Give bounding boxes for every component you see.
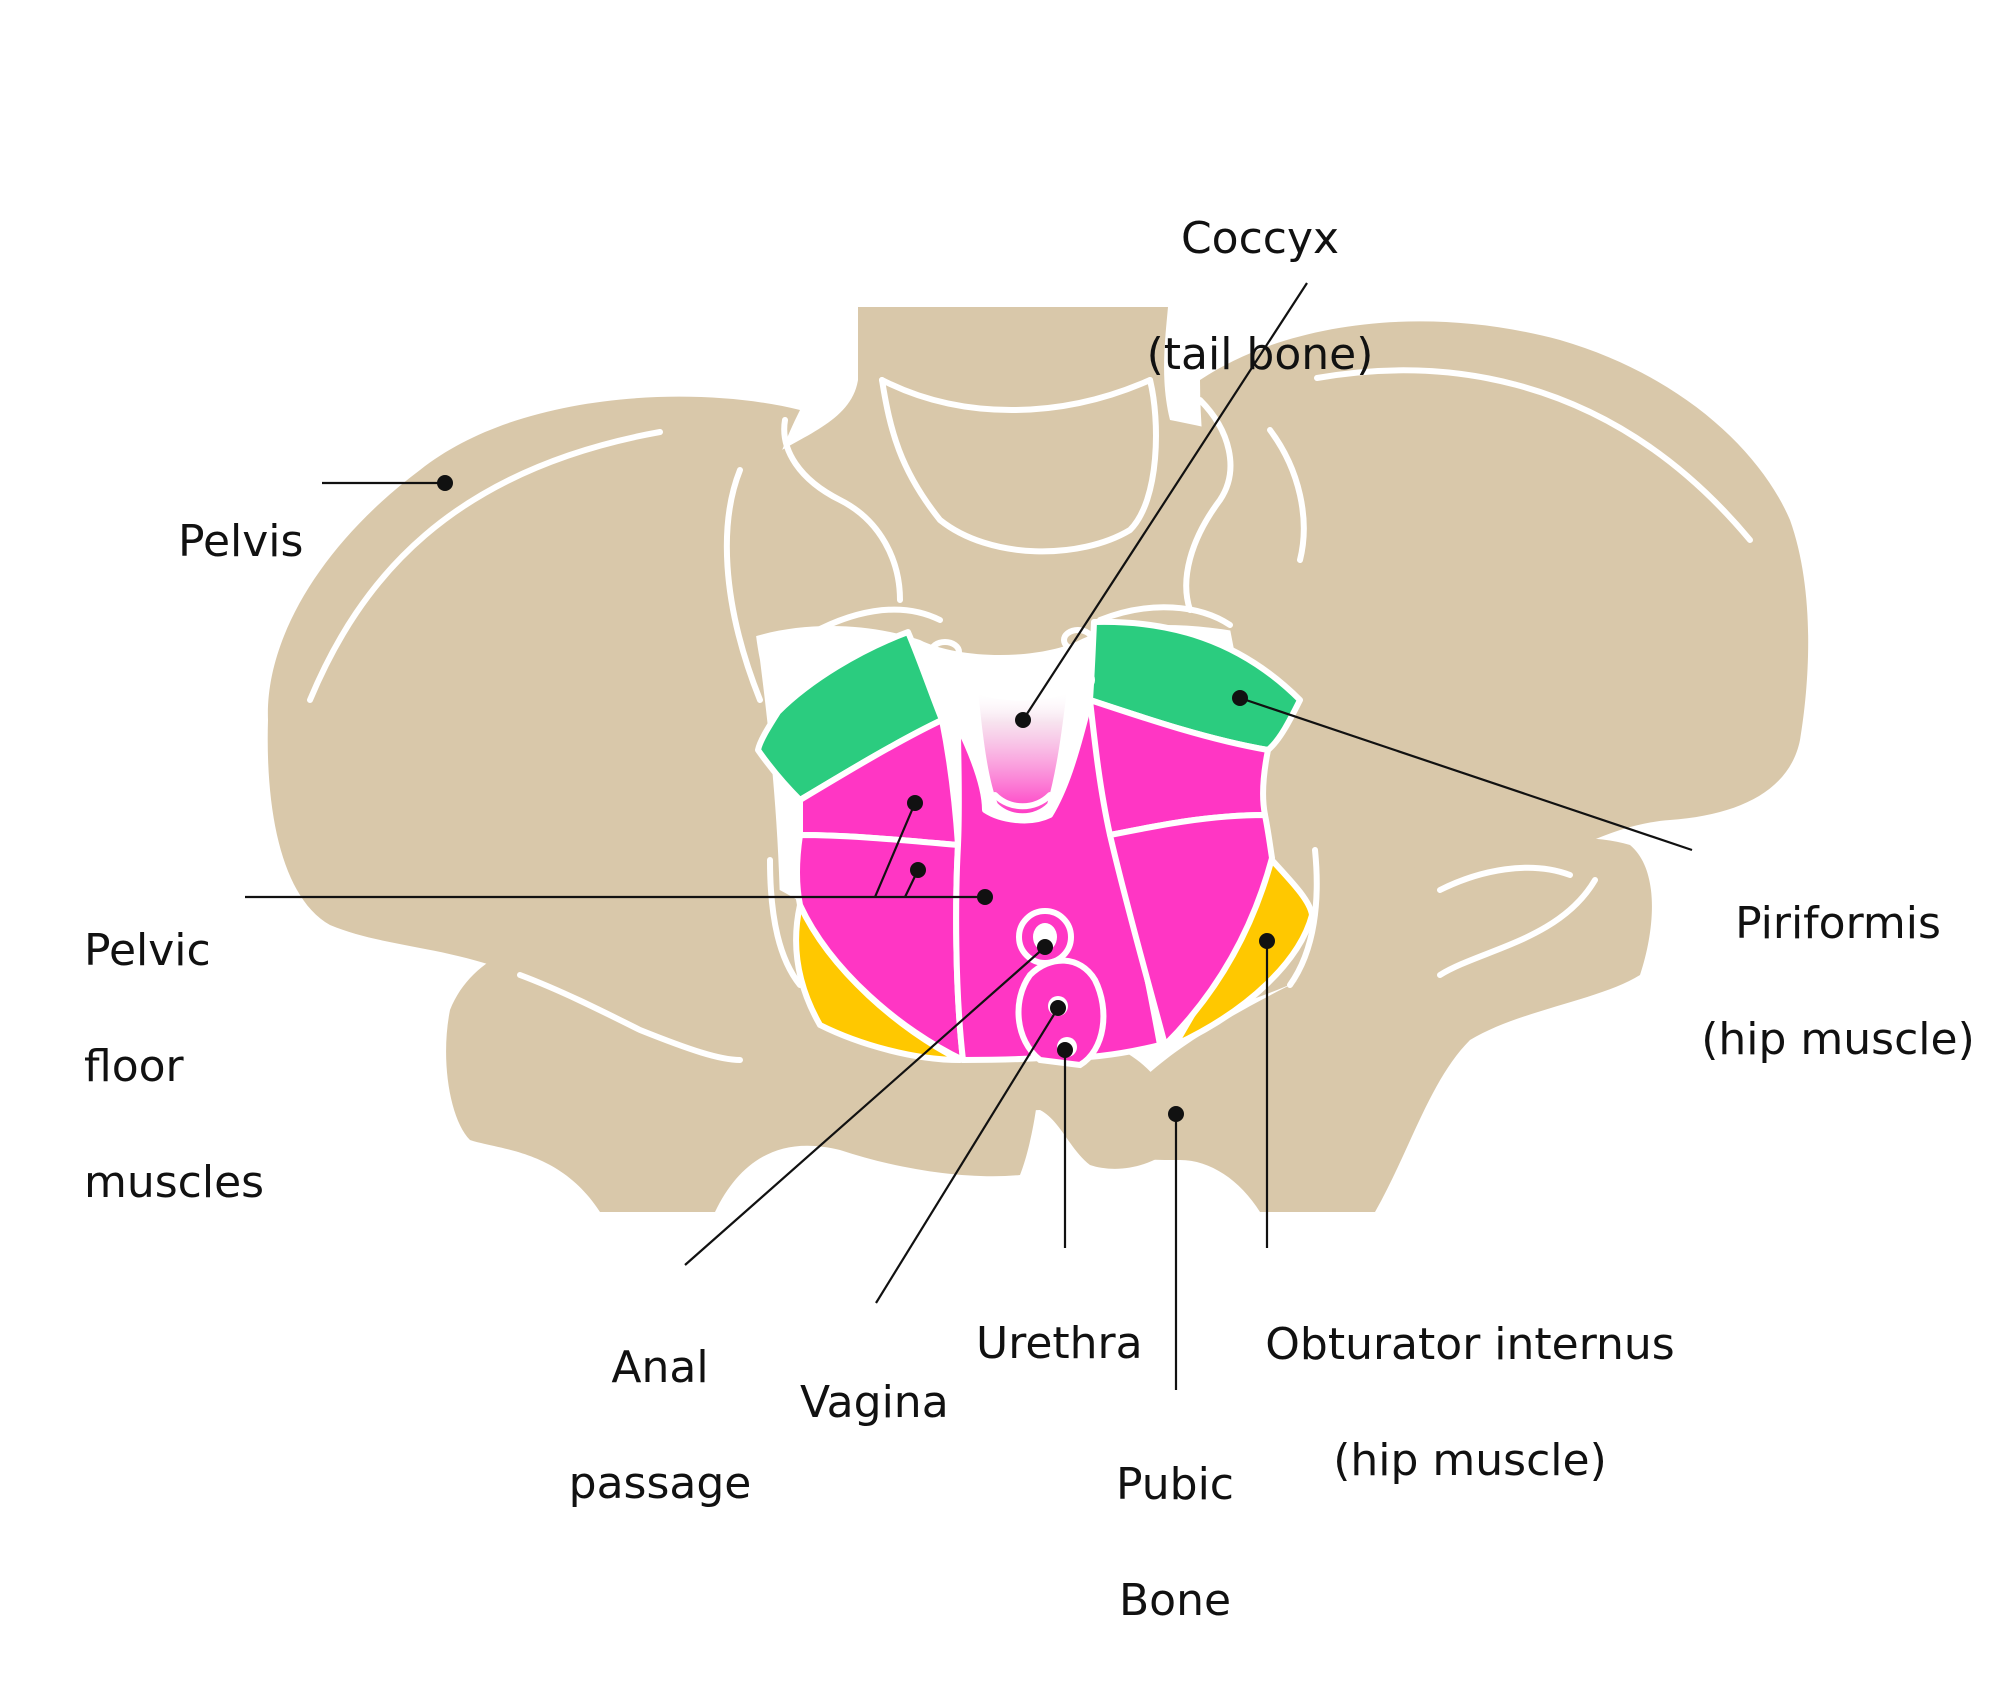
pelvic-floor-center [953, 697, 1163, 1063]
pubic-bone-shape [920, 1033, 1180, 1169]
right-ischium [1100, 837, 1652, 1212]
pubic-bone-dot [1168, 1106, 1184, 1122]
piriformis-dot [1232, 690, 1248, 706]
coccyx-tail [972, 687, 1073, 820]
label-vagina: Vagina [800, 1377, 949, 1428]
pelvis-diagram [245, 282, 1809, 1390]
leader-lines [245, 282, 1693, 1390]
piriformis-leader [1239, 696, 1693, 852]
label-piriformis: Piriformis (hip muscle) [1701, 898, 1975, 1065]
label-pelvic-floor-muscles: Pelvic floor muscles [84, 925, 265, 1208]
pelvic-floor-dot-2 [910, 862, 926, 878]
pelvic-floor-dot-3 [977, 889, 993, 905]
label-anal-passage: Anal passage [568, 1342, 752, 1509]
coccyx-leader [1022, 282, 1308, 721]
label-pubic-bone: Pubic Bone [1116, 1459, 1234, 1626]
obturator-internus-dot [1259, 933, 1275, 949]
label-urethra: Urethra [976, 1318, 1143, 1369]
right-ilium [1200, 321, 1809, 1000]
pelvic-floor-leader-branch1 [873, 802, 917, 898]
left-ischium [446, 860, 1040, 1212]
pelvic-floor-dot-1 [907, 795, 923, 811]
anal-passage-dot [1037, 939, 1053, 955]
pelvis-dot [437, 475, 453, 491]
vagina-leader [875, 1007, 1059, 1304]
bone-edges [307, 367, 1753, 1063]
pelvic-floor-right-lower [1107, 812, 1275, 1048]
label-coccyx: Coccyx (tail bone) [1146, 213, 1374, 380]
coccyx-dot [1015, 712, 1031, 728]
vagina-dot [1050, 1000, 1066, 1016]
anal-passage-leader [684, 946, 1046, 1266]
urethra-dot [1057, 1042, 1073, 1058]
label-pelvis: Pelvis [178, 516, 304, 567]
label-obturator-internus: Obturator internus (hip muscle) [1265, 1319, 1675, 1486]
